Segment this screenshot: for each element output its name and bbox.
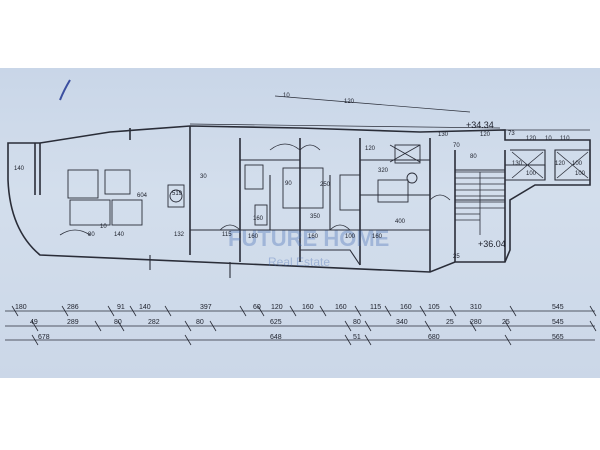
watermark: FUTURE HOME Real Estate [228,226,389,269]
dimension-ticks [11,305,597,346]
room-dim: 115 [222,232,232,238]
dim-label: 289 [67,319,79,326]
room-dim: 100 [345,234,356,240]
interior-walls [149,149,591,278]
top-dimensions: 10 120 130 120 70 73 120 10 110 [283,93,570,149]
furniture [67,144,421,226]
room-dim: 250 [320,182,331,188]
top-dim: 110 [560,136,570,142]
dim-label: 286 [67,304,79,311]
dim-label: 160 [335,304,347,311]
dim-label: 310 [470,304,482,311]
top-dim: 120 [344,99,355,105]
room-dim: 160 [253,216,264,222]
dim-label: 180 [15,304,27,311]
dim-label: 105 [428,304,440,311]
room-dim: 10 [100,224,107,230]
dim-label: 160 [302,304,314,311]
dim-label: 49 [30,319,38,326]
elevation-label-upper: +34.34 [466,120,494,130]
top-dim: 70 [453,143,460,149]
dim-label: 51 [353,334,361,341]
right-dim: 100 [575,171,586,177]
room-dim: 140 [14,166,25,172]
right-dim: 100 [526,171,537,177]
dim-label: 25 [502,319,510,326]
dim-label: 120 [271,304,283,311]
dim-label: 545 [552,304,564,311]
room-dimensions: 140 10 80 140 132 115 160 160 160 100 16… [14,146,460,260]
room-dim: 140 [114,232,125,238]
right-dimensions: 120 100 100 130 100 80 [470,154,586,177]
room-dim: 25 [453,254,460,260]
dim-label: 625 [270,319,282,326]
top-dim: 120 [526,136,537,142]
room-dim: 120 [365,146,376,152]
room-dim: 90 [285,181,292,187]
room-dim: 350 [310,214,321,220]
dim-label: 280 [470,319,482,326]
top-dim: 10 [545,136,552,142]
dim-label: 91 [117,304,125,311]
dim-label: 545 [552,319,564,326]
dim-label: 648 [270,334,282,341]
room-dim: 320 [378,168,389,174]
dim-label: 565 [552,334,564,341]
dim-label: 80 [353,319,361,326]
dim-label: 60 [253,304,261,311]
dim-label: 340 [396,319,408,326]
dim-label: 80 [114,319,122,326]
room-dim: 519 [172,191,183,197]
door-swings [59,143,451,236]
room-dim: 160 [248,234,259,240]
room-dim: 160 [308,234,319,240]
pen-stroke [59,79,71,101]
dim-label: 160 [400,304,412,311]
dim-label: 678 [38,334,50,341]
dim-label: 140 [139,304,151,311]
room-dim: 80 [88,232,95,238]
right-dim: 130 [512,161,523,167]
room-dim: 160 [372,234,383,240]
room-dim: 30 [200,174,207,180]
top-dim: 73 [508,131,515,137]
dimension-row-1: 180 286 91 140 397 60 120 160 160 115 16… [15,304,564,311]
bottom-dimension-lines [5,310,595,341]
stairs [455,171,505,235]
watermark-line2: Real Estate [268,255,330,269]
dim-label: 25 [446,319,454,326]
watermark-line1: FUTURE HOME [228,226,389,251]
room-dim: 400 [395,219,406,225]
right-dim: 100 [572,161,583,167]
shafts [389,144,589,179]
dim-label: 80 [196,319,204,326]
top-dim: 120 [480,132,491,138]
dim-label: 397 [200,304,212,311]
top-dimension-line [189,95,590,131]
room-dim: 132 [174,232,185,238]
dim-label: 115 [370,304,381,311]
dimension-row-3: 678 648 51 680 565 [38,334,564,341]
top-dim: 130 [438,132,449,138]
elevation-label-lower: +36.04 [478,239,506,249]
dim-label: 680 [428,334,440,341]
room-dim: 604 [137,193,148,199]
right-dim: 80 [470,154,477,160]
top-dim: 10 [283,93,290,99]
dimension-row-2: 49 289 80 282 80 625 80 340 25 280 25 54… [30,319,564,326]
right-dim: 120 [555,161,566,167]
dim-label: 282 [148,319,160,326]
